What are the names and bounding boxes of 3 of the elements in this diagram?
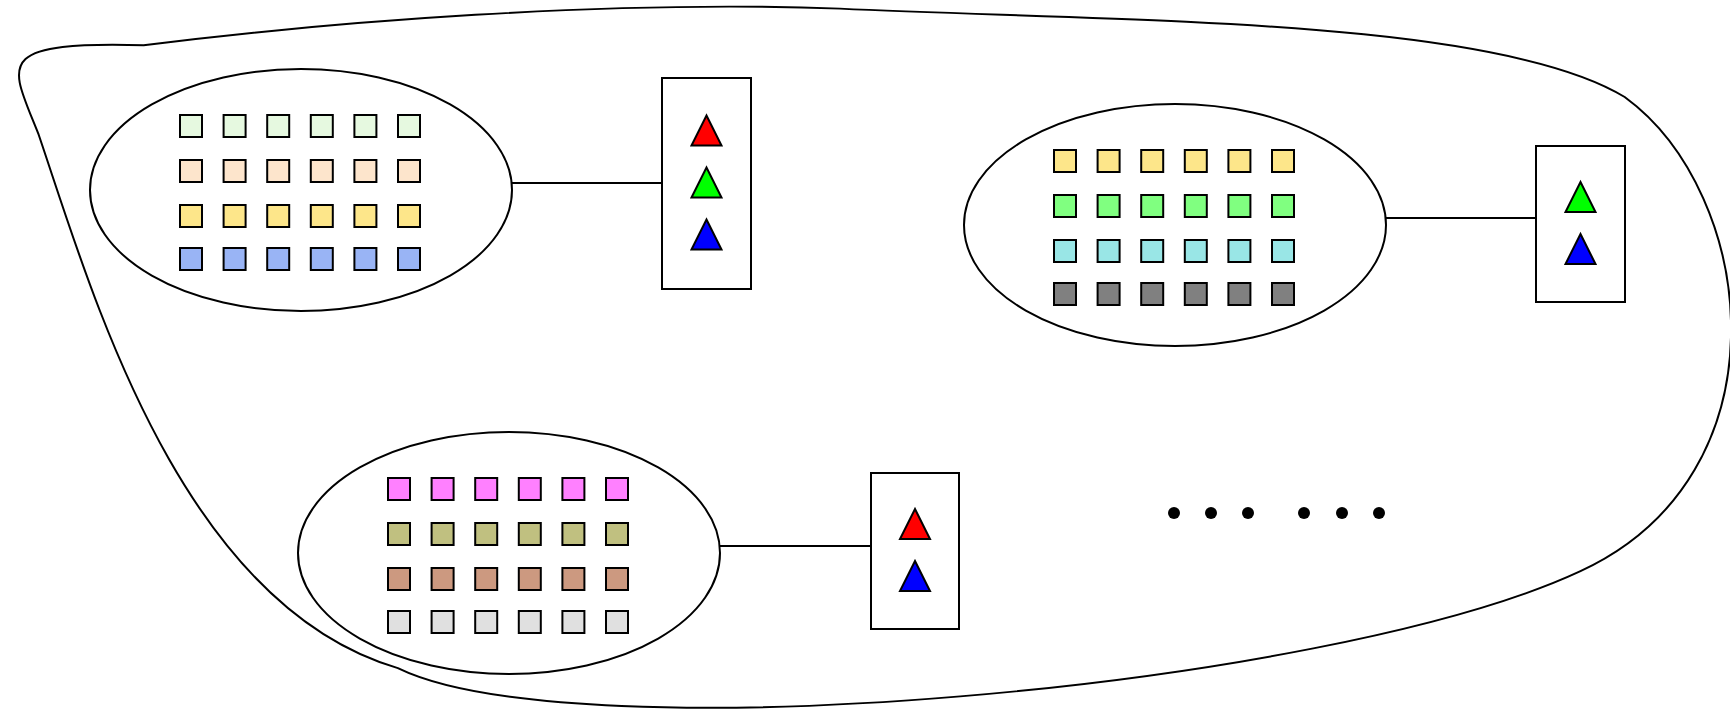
connector-line <box>718 545 872 547</box>
connector-line <box>510 182 663 184</box>
connector-line <box>1384 217 1537 219</box>
